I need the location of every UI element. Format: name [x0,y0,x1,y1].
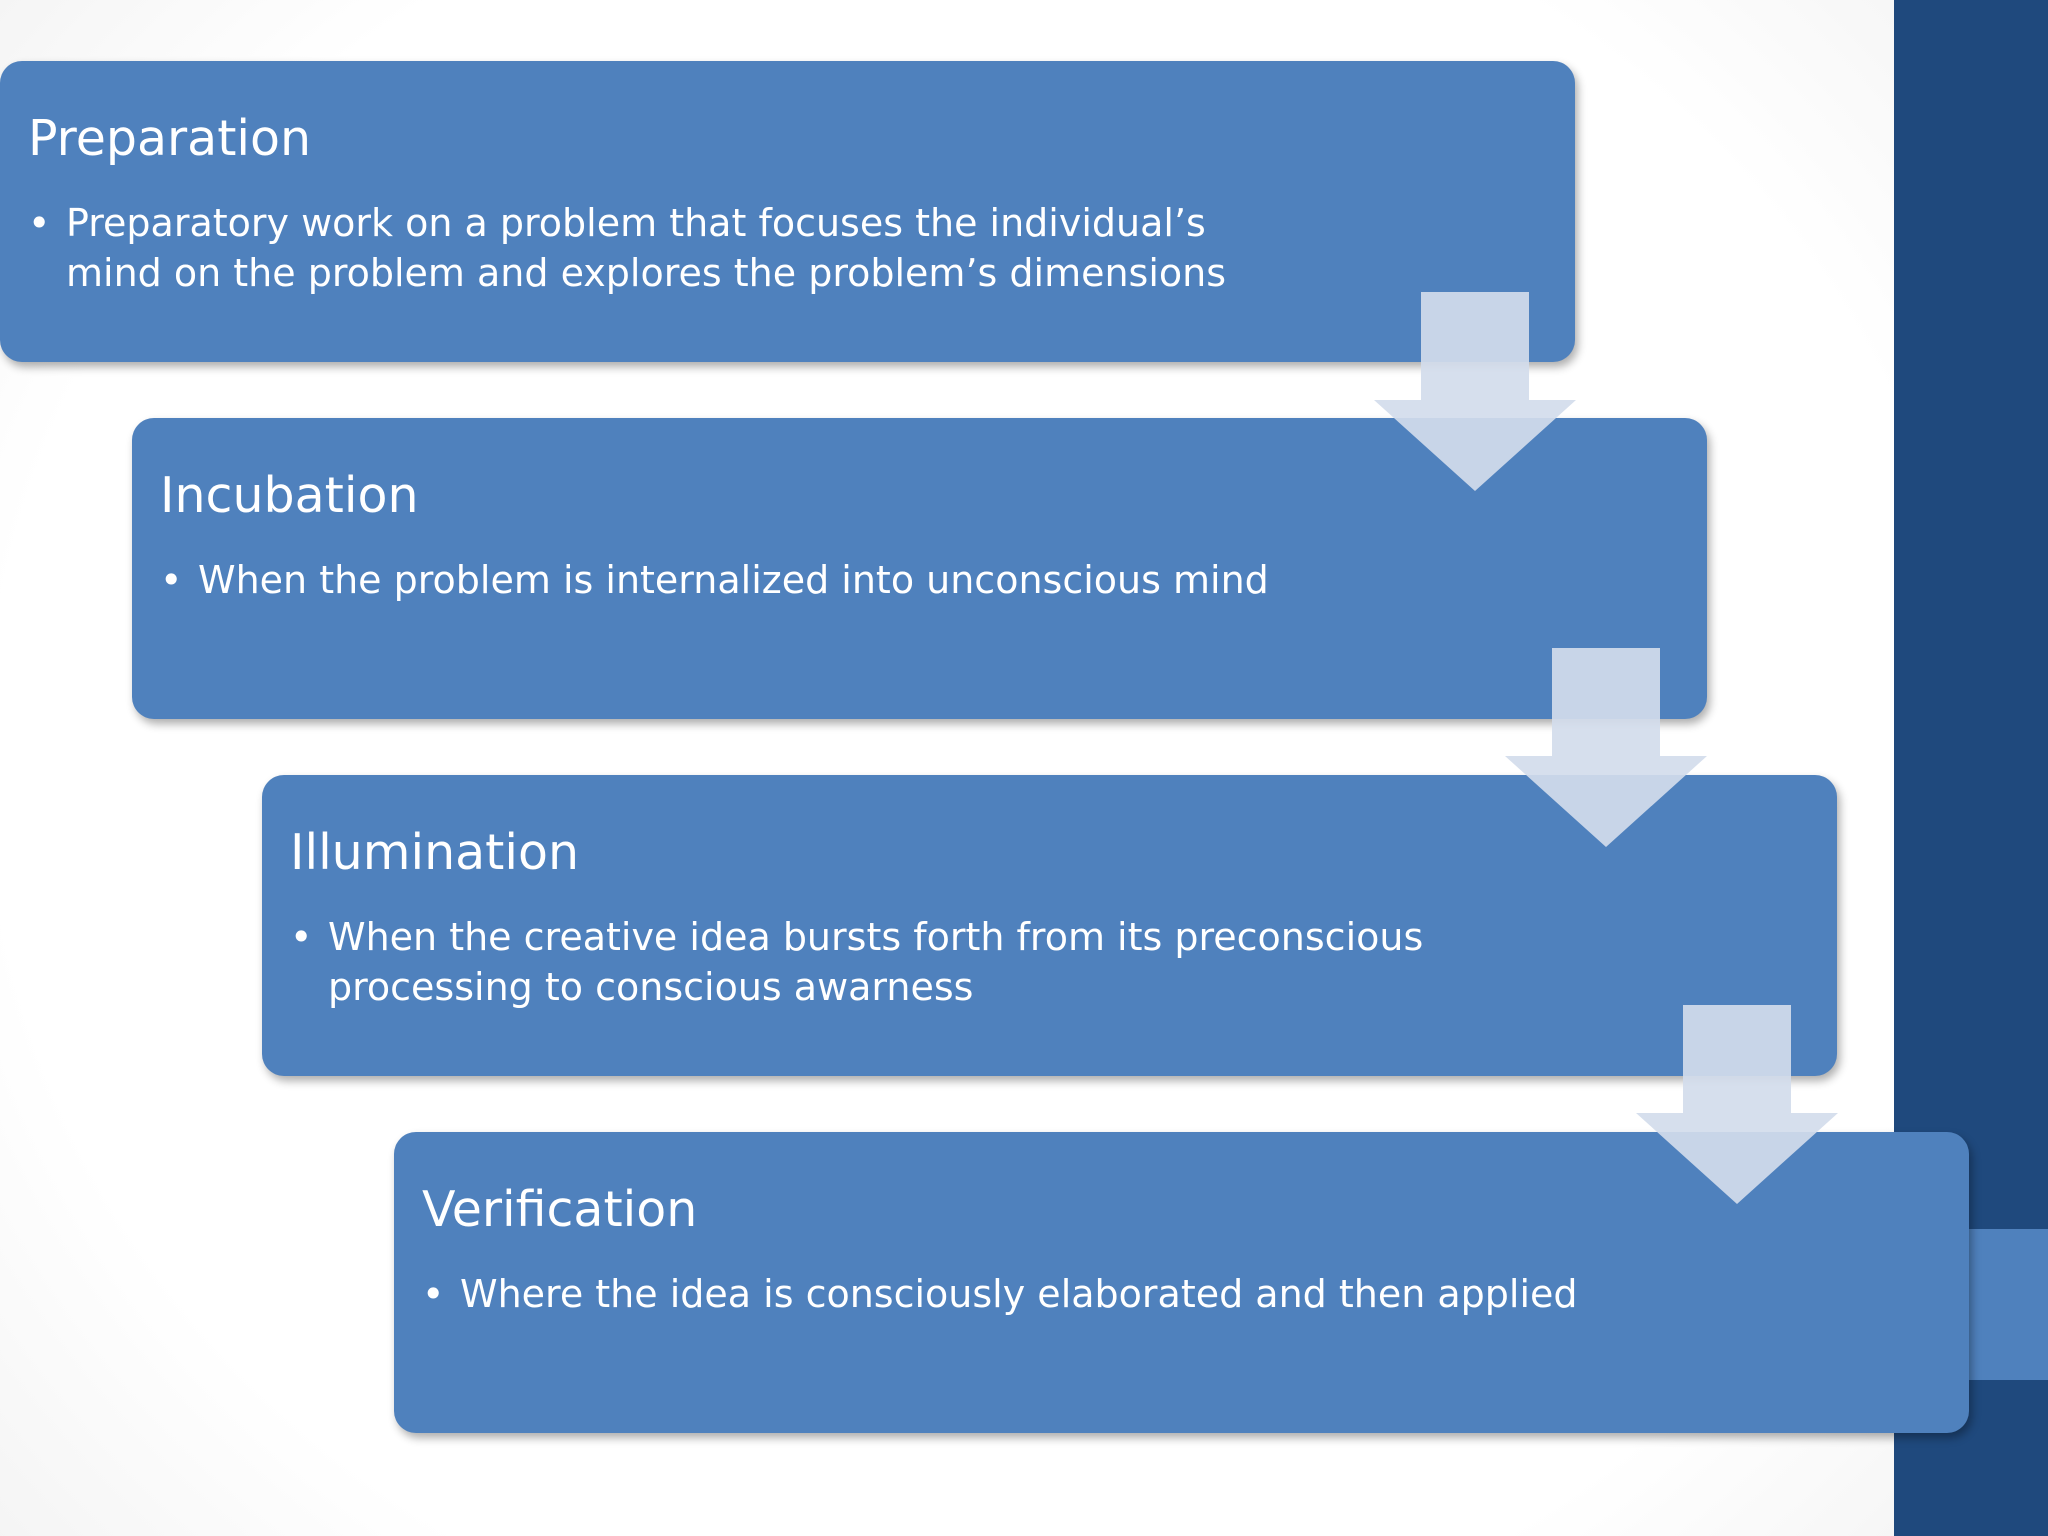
down-arrow-icon [1636,1005,1838,1204]
step-bullet-text: When the creative idea bursts forth from… [328,912,1423,1012]
step-bullet-text: Preparatory work on a problem that focus… [66,198,1226,298]
step-title: Illumination [290,824,580,881]
step-box-preparation: Preparation • Preparatory work on a prob… [0,61,1575,362]
down-arrow-icon [1505,648,1707,847]
step-title: Preparation [28,110,312,167]
bullet-line-1: When the problem is internalized into un… [198,558,1269,602]
step-box-incubation: Incubation • When the problem is interna… [132,418,1707,719]
bullet-line-2: mind on the problem and explores the pro… [66,251,1227,295]
bullet-dot: • [160,558,183,602]
step-bullet-text: When the problem is internalized into un… [198,555,1269,605]
bullet-line-1: Preparatory work on a problem that focus… [66,201,1206,245]
down-arrow-icon [1374,292,1576,491]
step-box-verification: Verification • Where the idea is conscio… [394,1132,1969,1433]
step-title: Incubation [160,467,419,524]
side-accent-block [1968,1229,2048,1380]
step-title: Verification [422,1181,698,1238]
bullet-dot: • [290,915,313,959]
bullet-line-1: Where the idea is consciously elaborated… [460,1272,1578,1316]
bullet-dot: • [422,1272,445,1316]
bullet-line-1: When the creative idea bursts forth from… [328,915,1424,959]
bullet-dot: • [28,201,51,245]
step-bullet-text: Where the idea is consciously elaborated… [460,1269,1578,1319]
step-box-illumination: Illumination • When the creative idea bu… [262,775,1837,1076]
bullet-line-2: processing to conscious awarness [328,965,974,1009]
